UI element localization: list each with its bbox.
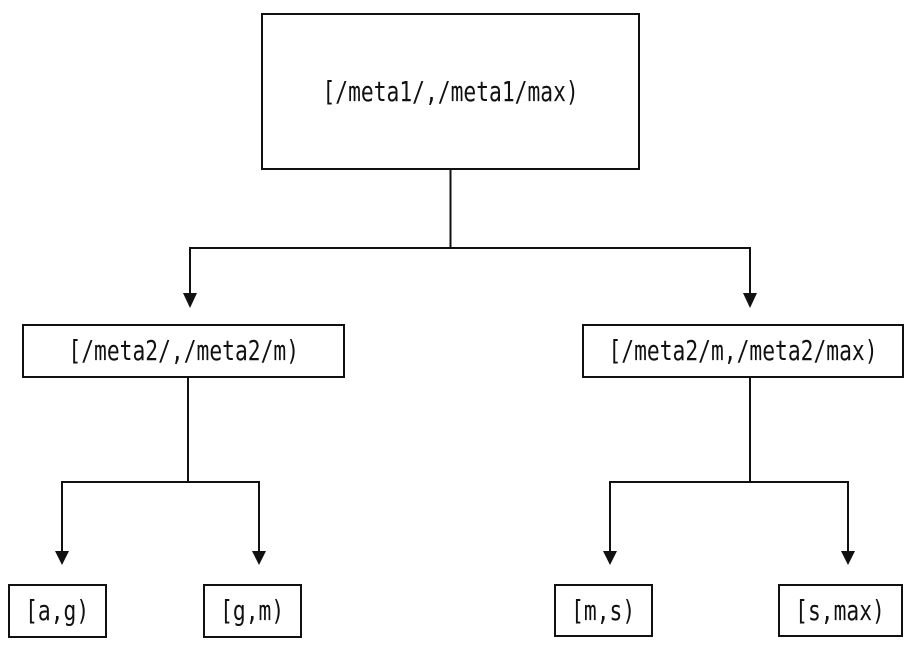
arrow-down-icon	[743, 293, 757, 308]
node-label: [/meta2/m,/meta2/max)	[608, 334, 878, 367]
node-label: [m,s)	[571, 593, 636, 627]
edge-meta2-left-branches	[61, 481, 260, 551]
node-label: [g,m)	[220, 594, 285, 627]
tree-node-meta2-right: [/meta2/m,/meta2/max)	[582, 324, 904, 378]
tree-node-leaf-ms: [m,s)	[554, 584, 653, 637]
tree-node-leaf-smax: [s,max)	[778, 584, 903, 637]
tree-node-leaf-gm: [g,m)	[203, 584, 302, 638]
arrow-down-icon	[841, 551, 855, 565]
arrow-down-icon	[603, 551, 617, 565]
arrow-down-icon	[252, 551, 266, 565]
tree-node-root: [/meta1/,/meta1/max)	[261, 13, 640, 170]
node-label: [/meta2/,/meta2/m)	[68, 334, 299, 367]
arrow-down-icon	[55, 551, 69, 565]
arrow-down-icon	[183, 293, 197, 308]
edge-meta2-right-branches	[609, 481, 849, 551]
node-label: [/meta1/,/meta1/max)	[322, 74, 579, 108]
node-label: [s,max)	[795, 593, 886, 627]
node-label: [a,g)	[25, 594, 90, 627]
tree-node-leaf-ag: [a,g)	[8, 584, 107, 638]
tree-node-meta2-left: [/meta2/,/meta2/m)	[22, 324, 345, 378]
edge-root-branches	[189, 247, 751, 293]
